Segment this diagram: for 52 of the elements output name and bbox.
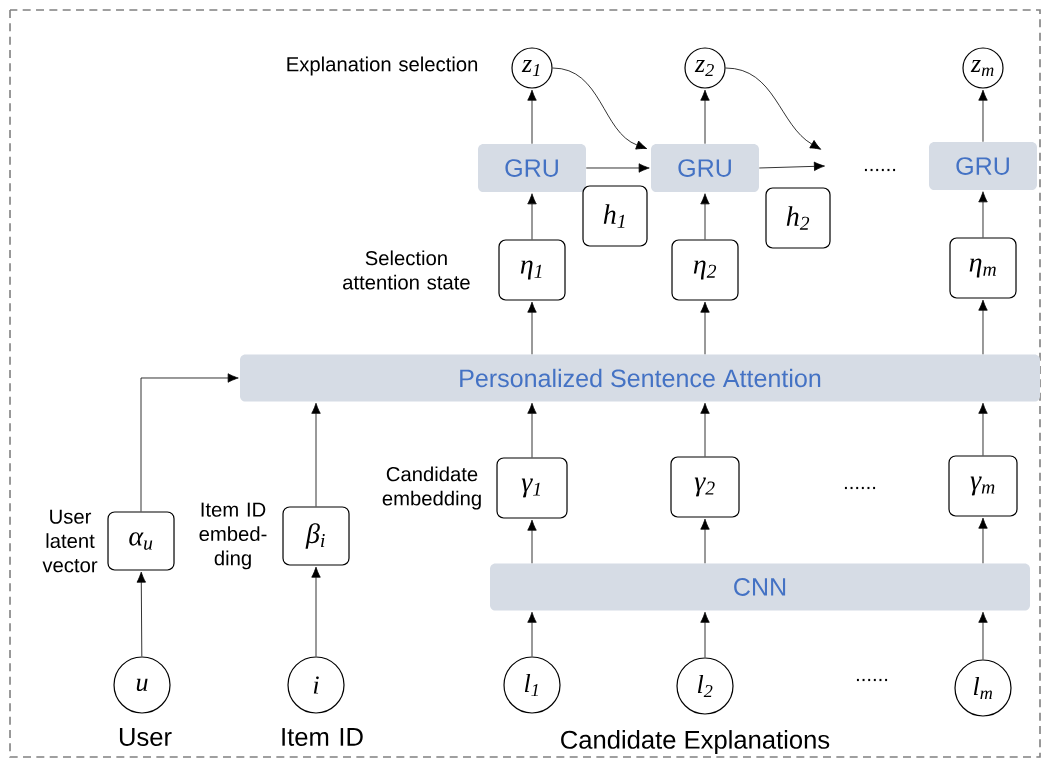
arrow	[700, 301, 710, 355]
text-label: ......	[864, 168, 896, 172]
vector-box: η$_{2}$	[671, 239, 739, 301]
node-caption: Item ID embed- ding	[199, 502, 267, 570]
text-label: Candidate Explanations	[561, 730, 830, 754]
layer-band: Personalized Sentence Attention	[240, 354, 1040, 402]
node-caption: Selection attention state	[343, 250, 470, 290]
arrow	[758, 161, 825, 171]
arrow	[552, 67, 648, 150]
vector-box: h$_{2}$	[765, 187, 831, 249]
vector-box: β$_{i}$	[282, 506, 350, 566]
vector-box: γ$_{m}$	[948, 455, 1018, 517]
node-caption: Candidate embedding	[382, 466, 481, 510]
arrow	[527, 519, 537, 564]
layer-band: GRU	[478, 144, 586, 192]
vector-box: η$_{m}$	[949, 237, 1017, 299]
node-caption: User	[119, 728, 172, 746]
vector-box: η$_{1}$	[498, 239, 566, 301]
arrow	[311, 566, 321, 657]
arrow	[700, 402, 710, 457]
arrow	[978, 611, 988, 660]
arrow	[311, 402, 321, 507]
vector-box: γ$_{2}$	[670, 456, 740, 518]
arrow	[527, 193, 537, 240]
node-caption: Item ID	[282, 728, 363, 746]
arrow	[978, 517, 988, 564]
arrow	[527, 402, 537, 458]
node-caption: Explanation selection	[287, 56, 478, 76]
vector-box: α$_{u}$	[107, 511, 175, 571]
arrow	[527, 611, 537, 657]
vector-box: h$_{1}$	[582, 185, 648, 247]
text-label: ......	[856, 678, 888, 682]
arrow	[585, 163, 650, 173]
arrow	[978, 299, 988, 355]
layer-band: GRU	[651, 144, 759, 192]
arrow	[700, 518, 710, 564]
layer-band: GRU	[929, 142, 1037, 190]
arrow	[136, 571, 146, 657]
arrow	[978, 191, 988, 238]
arrow	[140, 373, 239, 512]
arrow	[700, 611, 710, 658]
arrow	[700, 89, 710, 145]
arrow	[978, 402, 988, 456]
arrow	[527, 301, 537, 355]
arrow	[700, 193, 710, 240]
arrow	[527, 89, 537, 145]
arrow	[725, 67, 822, 150]
layer-band: CNN	[490, 563, 1030, 611]
vector-box: γ$_{1}$	[496, 457, 568, 519]
arrow	[978, 89, 988, 143]
text-label: ......	[844, 486, 876, 490]
node-caption: User latent vector	[42, 509, 98, 573]
